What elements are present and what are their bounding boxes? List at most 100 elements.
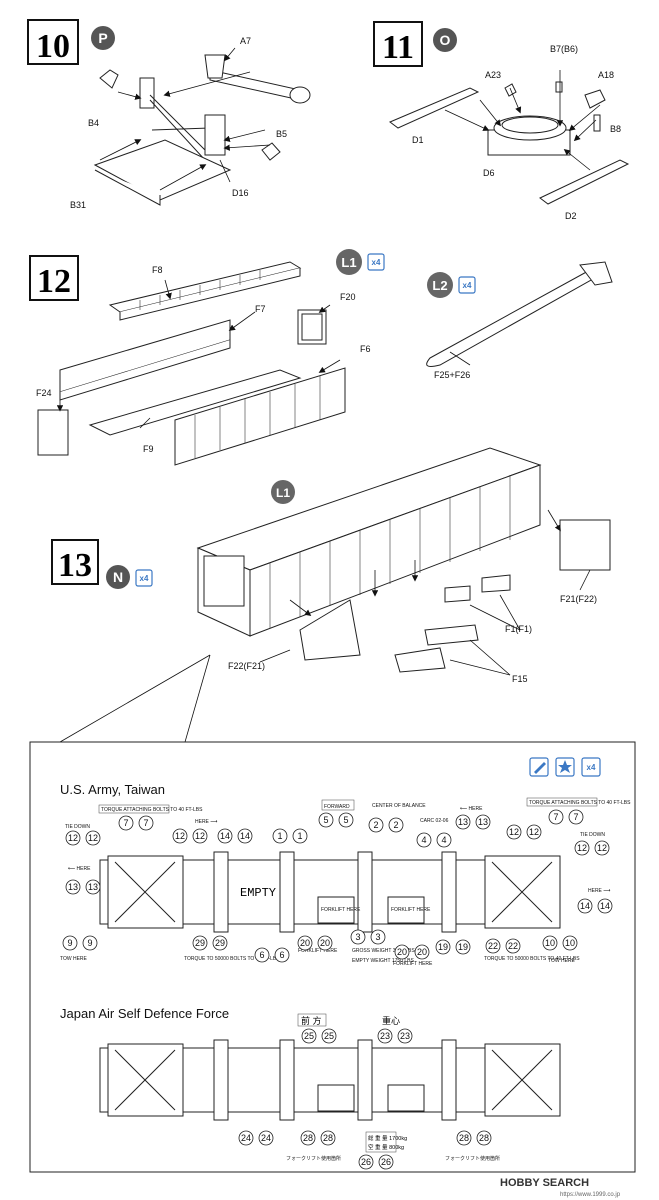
decal-number: 7 xyxy=(553,812,558,822)
decal-number-bubble xyxy=(548,809,564,825)
decal-empty-weight: EMPTY WEIGHT 1750 LBS xyxy=(352,958,414,964)
step-10-letter: P xyxy=(98,30,107,46)
decal-torque-tie-b: TORQUE TO 50000 BOLTS TO 40 FT-LBS xyxy=(484,956,580,962)
part-label-f20: F20 xyxy=(340,292,356,302)
decal-number: 28 xyxy=(479,1133,489,1143)
decal-number-bubble xyxy=(62,935,78,951)
decal-number: 1 xyxy=(297,831,302,841)
decal-number: 20 xyxy=(417,947,427,957)
decal-number-bubble xyxy=(378,1154,394,1170)
decal-torque-tie-a: TORQUE TO 50000 BOLTS TO 40 FT-LBS xyxy=(184,956,280,962)
decal-number-bubble xyxy=(318,812,334,828)
decal-number: 13 xyxy=(88,882,98,892)
part-label-f21: F21(F22) xyxy=(560,594,597,604)
decal-number-bubble xyxy=(416,832,432,848)
step-12-l2: L2 xyxy=(432,278,447,293)
jasdf-gross: 総 重 量 1700kg xyxy=(368,1134,407,1142)
step-11-letter-badge xyxy=(433,28,457,52)
watermark-url: https://www.1999.co.jp xyxy=(560,1192,621,1198)
decal-number: 2 xyxy=(373,820,378,830)
decal-number-bubble xyxy=(542,935,558,951)
decal-number: 26 xyxy=(361,1157,371,1167)
decal-tie-down-b: TIE DOWN xyxy=(580,832,605,838)
decal-number-bubble xyxy=(505,938,521,954)
decal-number-bubble xyxy=(272,828,288,844)
part-label-f1: F1(F1) xyxy=(505,624,532,634)
jasdf-center: 重心 xyxy=(382,1015,400,1026)
part-label-d2: D2 xyxy=(565,211,577,221)
decal-number: 9 xyxy=(87,938,92,948)
jasdf-forward: 前 方 xyxy=(301,1015,322,1026)
part-label-a23: A23 xyxy=(485,70,501,80)
decal-number-bubble xyxy=(85,830,101,846)
step-12-l1-mult: x4 xyxy=(372,258,381,267)
decal-number-bubble xyxy=(65,830,81,846)
decal-number: 13 xyxy=(458,817,468,827)
decal-number-bubble xyxy=(475,814,491,830)
decal-number-bubble xyxy=(82,935,98,951)
part-label-d16: D16 xyxy=(232,188,249,198)
decal-forklift-a: FORKLIFT HERE xyxy=(321,907,361,913)
decal-number: 28 xyxy=(323,1133,333,1143)
decal-number: 12 xyxy=(597,843,607,853)
decal-number-bubble xyxy=(254,947,270,963)
step-13-l1-badge xyxy=(271,480,295,504)
decal-number-bubble xyxy=(388,817,404,833)
decal-number-bubble xyxy=(301,1028,317,1044)
step-11-assembly xyxy=(389,81,630,205)
step-13-mult: x4 xyxy=(140,574,149,583)
decal-number-bubble xyxy=(562,935,578,951)
decal-number-bubble xyxy=(455,939,471,955)
part-label-b5: B5 xyxy=(276,129,287,139)
decal-number: 3 xyxy=(355,932,360,942)
decal-number: 13 xyxy=(478,817,488,827)
decal-tow-b: TOW HERE xyxy=(548,958,576,964)
step-11: 11 O A23 B7(B6) A18 D1 B8 D6 D xyxy=(373,21,630,221)
decal-number-bubble xyxy=(65,879,81,895)
decal-torque-b: TORQUE ATTACHING BOLTS TO 40 FT-LBS xyxy=(529,800,631,806)
decal-number: 6 xyxy=(279,950,284,960)
decal-number-bubble xyxy=(568,809,584,825)
decal-number: 24 xyxy=(261,1133,271,1143)
decal-number: 10 xyxy=(545,938,555,948)
decal-number: 22 xyxy=(508,941,518,951)
step-10-letter-badge xyxy=(91,26,115,50)
step-10-box xyxy=(27,19,79,65)
decal-number-bubble xyxy=(436,832,452,848)
decal-number: 5 xyxy=(343,815,348,825)
us-container-side xyxy=(99,851,561,933)
decal-number: 28 xyxy=(459,1133,469,1143)
decal-guide: x4 U.S. Army, Taiwan EMPTY FORKLIFT HERE… xyxy=(29,741,636,1173)
step-12-l1: L1 xyxy=(341,255,356,270)
decal-number: 12 xyxy=(68,833,78,843)
decal-number: 25 xyxy=(324,1031,334,1041)
decal-number: 4 xyxy=(421,835,426,845)
decal-number-bubble xyxy=(414,944,430,960)
step-13-box xyxy=(51,539,99,585)
decal-number-bubble xyxy=(300,1130,316,1146)
decal-number: 7 xyxy=(123,818,128,828)
part-label-a7: A7 xyxy=(240,36,251,46)
part-label-a18: A18 xyxy=(598,70,614,80)
part-label-f8: F8 xyxy=(152,265,163,275)
decal-number-bubble xyxy=(526,824,542,840)
step-12-number: 12 xyxy=(37,263,71,300)
decal-forward: FORWARD xyxy=(324,804,350,810)
decal-number-bubble xyxy=(172,828,188,844)
decal-number-bubble xyxy=(370,929,386,945)
decal-number-bubble xyxy=(435,939,451,955)
decal-number: 29 xyxy=(195,938,205,948)
decal-number: 24 xyxy=(241,1133,251,1143)
decal-empty: EMPTY xyxy=(240,886,276,900)
watermark-brand: HOBBY SEARCH xyxy=(500,1177,589,1189)
decal-number: 19 xyxy=(458,942,468,952)
part-label-d1: D1 xyxy=(412,135,424,145)
decal-number: 14 xyxy=(580,901,590,911)
decal-number: 5 xyxy=(323,815,328,825)
decal-number-bubble xyxy=(192,828,208,844)
decal-number: 23 xyxy=(400,1031,410,1041)
part-label-b7: B7(B6) xyxy=(550,44,578,54)
